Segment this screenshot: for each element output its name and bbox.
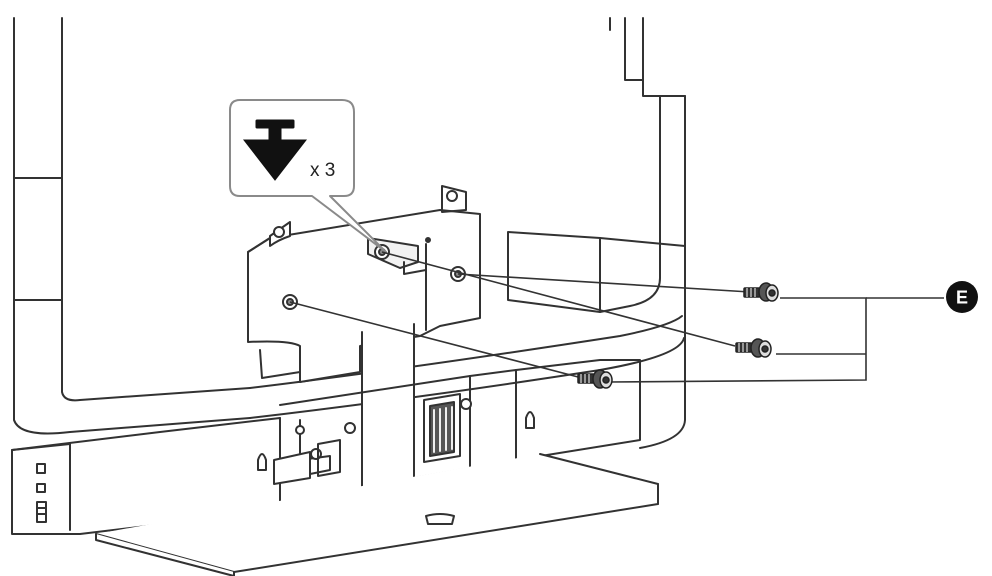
tv-body xyxy=(13,17,686,449)
screw-bottom xyxy=(577,369,613,389)
screw-down-arrow-icon xyxy=(242,119,308,181)
screw-top xyxy=(743,282,779,302)
screws xyxy=(289,251,944,383)
stand-base-plate xyxy=(95,453,659,576)
screw-count-callout: x 3 xyxy=(229,99,387,253)
screw-count-label: x 3 xyxy=(310,160,335,181)
speaker-bar xyxy=(11,359,641,535)
screw-middle xyxy=(735,338,772,358)
part-label-e: E xyxy=(946,281,978,313)
part-letter: E xyxy=(956,288,968,308)
